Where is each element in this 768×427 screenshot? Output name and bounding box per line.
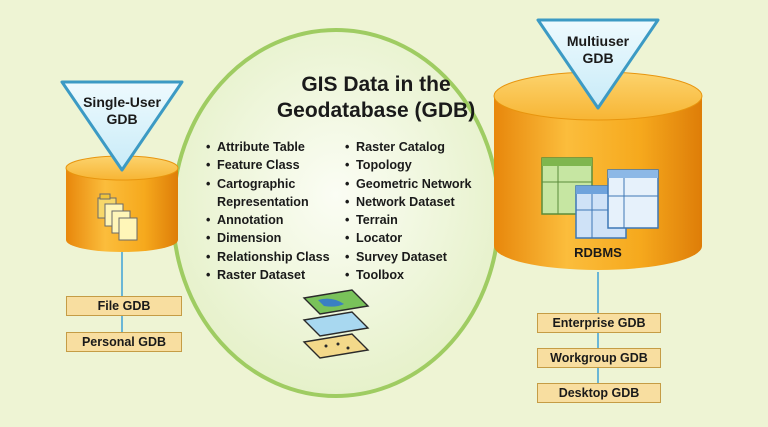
- list-item: Toolbox: [345, 266, 471, 285]
- circle-title-line1: GIS Data in the: [301, 73, 451, 96]
- enterprise-gdb-box: Enterprise GDB: [537, 313, 661, 333]
- list-item: Network Dataset: [345, 193, 471, 212]
- desktop-gdb-box: Desktop GDB: [537, 383, 661, 403]
- list-item: Relationship Class: [206, 248, 330, 267]
- list-item: Survey Dataset: [345, 248, 471, 267]
- single-user-label: Single-User GDB: [66, 94, 178, 128]
- list-item: Geometric Network: [345, 175, 471, 194]
- table-stack-icon: [541, 157, 659, 239]
- single-user-triangle: [60, 80, 184, 172]
- list-item: Cartographic: [206, 175, 330, 194]
- file-gdb-box: File GDB: [66, 296, 182, 316]
- multiuser-triangle: [536, 18, 660, 110]
- circle-title: GIS Data in the Geodatabase (GDB): [226, 72, 526, 124]
- list-item: Topology: [345, 156, 471, 175]
- list-item: Raster Catalog: [345, 138, 471, 157]
- list-item: Raster Dataset: [206, 266, 330, 285]
- list-item: Terrain: [345, 211, 471, 230]
- single-user-label-line1: Single-User: [83, 94, 161, 110]
- single-user-label-line2: GDB: [106, 111, 138, 127]
- layer-stack-icon: [302, 289, 370, 359]
- circle-title-line2: Geodatabase (GDB): [276, 99, 476, 122]
- multiuser-label-line2: GDB: [582, 50, 614, 66]
- workgroup-gdb-box: Workgroup GDB: [537, 348, 661, 368]
- right-feature-list: Raster Catalog Topology Geometric Networ…: [345, 138, 471, 285]
- list-item: Dimension: [206, 229, 330, 248]
- personal-gdb-box: Personal GDB: [66, 332, 182, 352]
- list-item: Attribute Table: [206, 138, 330, 157]
- left-feature-list: Attribute Table Feature Class Cartograph…: [206, 138, 330, 285]
- file-stack-icon: [97, 193, 138, 241]
- multiuser-label-line1: Multiuser: [566, 33, 630, 49]
- rdbms-label: RDBMS: [574, 245, 622, 260]
- list-item: Feature Class: [206, 156, 330, 175]
- list-item: Locator: [345, 229, 471, 248]
- list-item-continuation: Representation: [217, 194, 309, 209]
- multiuser-label: Multiuser GDB: [542, 33, 654, 67]
- list-item: Annotation: [206, 211, 330, 230]
